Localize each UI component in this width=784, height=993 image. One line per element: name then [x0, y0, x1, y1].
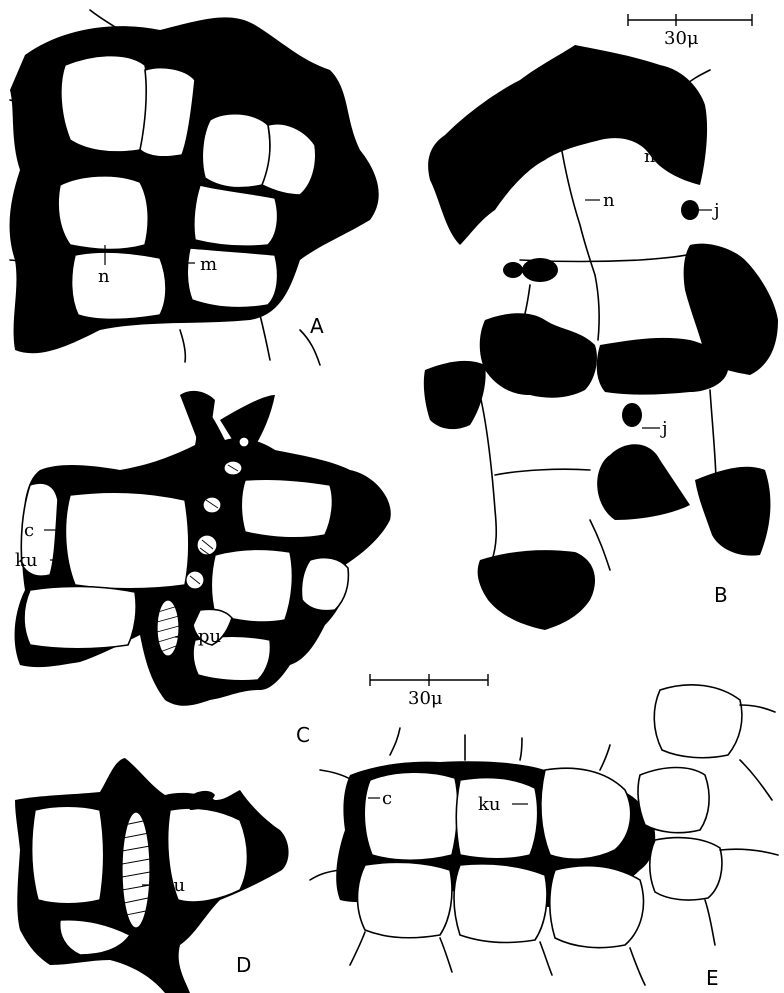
label-c-c: c — [24, 520, 34, 541]
label-a-m: m — [200, 254, 217, 275]
panel-d: pu D — [15, 758, 289, 993]
scale-bar-top: 30μ — [628, 14, 752, 49]
label-e-ku: ku — [478, 794, 501, 815]
label-b-n: n — [603, 190, 615, 211]
label-b-j1: j — [712, 200, 720, 221]
panel-e: c ku E — [310, 685, 778, 990]
scale-label-middle: 30μ — [408, 688, 443, 709]
label-c-pu: pu — [198, 626, 221, 647]
scale-bar-middle: 30μ — [370, 674, 488, 709]
panel-letter-c: C — [296, 723, 310, 747]
scale-label-top: 30μ — [664, 28, 699, 49]
panel-b: m n j j B — [424, 45, 778, 630]
label-d-pu: pu — [162, 875, 185, 896]
label-a-n: n — [98, 266, 110, 287]
panel-letter-d: D — [236, 953, 251, 977]
panel-a: n m A — [10, 10, 379, 365]
label-b-m: m — [644, 146, 661, 167]
label-c-ku: ku — [15, 550, 38, 571]
panel-letter-e: E — [706, 966, 719, 990]
panel-letter-b: B — [714, 583, 728, 607]
panel-c: c ku pu C — [15, 391, 391, 747]
panel-letter-a: A — [310, 314, 324, 338]
label-b-j2: j — [660, 418, 668, 439]
label-e-c: c — [382, 788, 392, 809]
